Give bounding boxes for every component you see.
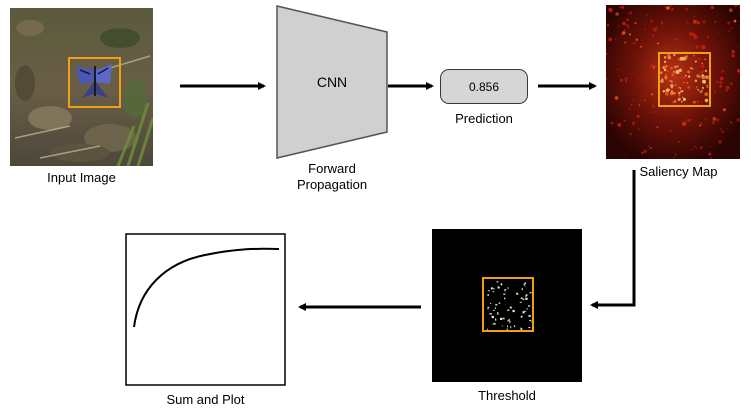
sum-and-plot-label: Sum and Plot [166,392,245,407]
cnn-caption-line1: Forward [308,161,356,176]
input-image-photo [10,8,153,166]
cnn-caption-line2: Propagation [296,177,368,192]
prediction-value-box: 0.856 [440,69,528,104]
threshold-map-image [432,229,582,382]
butterfly-icon [76,64,112,98]
sum-and-plot-chart [125,233,286,386]
prediction-value: 0.856 [468,79,500,94]
prediction-label: Prediction [455,111,513,126]
threshold-label: Threshold [478,388,536,403]
cnn-label: CNN [317,74,347,90]
input-image-label: Input Image [47,170,116,185]
saturating-curve-icon [133,247,280,328]
saliency-map-label: Saliency Map [639,164,718,179]
saliency-map-image [606,5,740,159]
cnn-block: CNN [276,5,388,159]
arrow-saliency-to-threshold [590,170,636,309]
